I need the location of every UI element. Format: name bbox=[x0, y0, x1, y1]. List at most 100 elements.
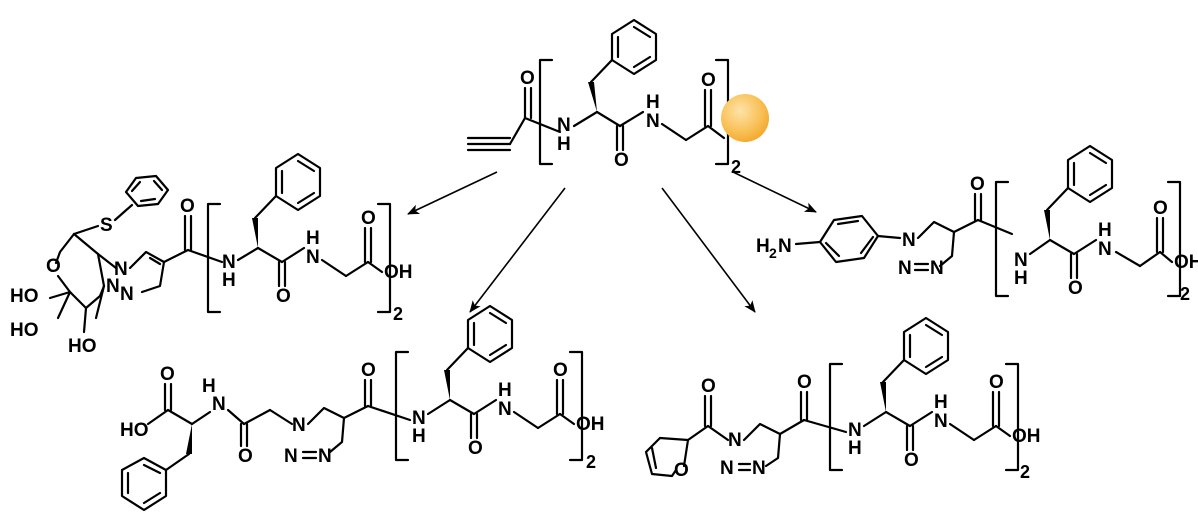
pyranose-ring bbox=[54, 232, 106, 288]
repeat-bracket-left bbox=[538, 58, 554, 166]
atom-o-furan: O bbox=[674, 460, 689, 481]
atom-n-tz8: N bbox=[720, 458, 734, 479]
atom-n-tz2: N bbox=[106, 276, 120, 297]
atom-n-tz4: N bbox=[292, 415, 306, 436]
atom-n-8: N bbox=[412, 408, 426, 429]
atom-h-9: H bbox=[498, 380, 512, 401]
atom-o-16: O bbox=[970, 174, 985, 195]
co-resin bbox=[706, 124, 726, 140]
atom-o-18: O bbox=[1153, 198, 1168, 219]
atom-n-11: N bbox=[934, 411, 948, 432]
phenyl-ring-3 bbox=[120, 456, 168, 512]
atom-oh-2: OH bbox=[576, 414, 605, 435]
repeat-index-1: 2 bbox=[731, 157, 741, 177]
atom-n-tz12: N bbox=[930, 258, 944, 279]
atom-n-tz5: N bbox=[284, 446, 298, 467]
calpha-co bbox=[595, 110, 622, 128]
n-calpha bbox=[572, 110, 599, 128]
atom-h-12: H bbox=[756, 236, 770, 257]
atom-n-5: N bbox=[306, 247, 320, 268]
atom-h-5: H bbox=[306, 228, 320, 249]
atom-h2n-subscript: 2 bbox=[769, 245, 777, 261]
carbonyl-c3 bbox=[703, 88, 713, 128]
atom-n-tz3: N bbox=[120, 284, 134, 305]
repeat-index-3: 2 bbox=[586, 452, 596, 472]
stereo-wedge-1 bbox=[588, 82, 597, 112]
atom-n-13: N bbox=[1014, 250, 1028, 271]
repeat-bracket-right-3 bbox=[568, 350, 584, 462]
arrow-to-furoyl-product bbox=[661, 187, 756, 313]
repeat-index-2: 2 bbox=[393, 304, 403, 324]
atom-oh-1: OH bbox=[384, 262, 413, 283]
atom-o-5: O bbox=[276, 286, 291, 307]
repeat-bracket-right-5 bbox=[1166, 180, 1182, 298]
atom-n-tz10: N bbox=[902, 230, 916, 251]
repeat-bracket-right-4 bbox=[1004, 362, 1020, 472]
atom-n-9: N bbox=[498, 399, 512, 420]
atom-h-11: H bbox=[934, 392, 948, 413]
phenyl-ring-2 bbox=[274, 152, 322, 212]
ch2-co bbox=[684, 124, 710, 142]
repeat-bracket-left-2 bbox=[206, 202, 222, 314]
bond-c-n bbox=[523, 116, 562, 134]
atom-o-4: O bbox=[180, 196, 195, 217]
atom-o-10: O bbox=[468, 438, 483, 459]
stereo-wedge-5 bbox=[880, 382, 886, 412]
furoyl-triazole-product: O O N N N O N H O H N O OH 2 bbox=[644, 316, 1041, 482]
stereo-wedge-3 bbox=[186, 424, 192, 454]
repeat-bracket-left-3 bbox=[394, 350, 410, 462]
atom-h-13: H bbox=[1014, 268, 1028, 289]
stereo-wedge-4 bbox=[444, 370, 450, 400]
s-phenyl-bond bbox=[113, 203, 134, 222]
atom-o-14: O bbox=[904, 450, 919, 471]
atom-ho-1: HO bbox=[10, 286, 39, 307]
atom-n-tz7: N bbox=[728, 430, 742, 451]
aminophenyl-triazole-product: H 2 N N N N O N H O H N O OH bbox=[756, 144, 1198, 304]
atom-o-11: O bbox=[553, 360, 568, 381]
atom-o-ring: O bbox=[46, 256, 61, 277]
atom-n-1: N bbox=[557, 115, 571, 136]
atom-o-2: O bbox=[614, 150, 629, 171]
thiophenyl-ring bbox=[124, 174, 170, 208]
nh-ch2 bbox=[660, 122, 688, 142]
atom-o-6: O bbox=[361, 208, 376, 229]
atom-o-13: O bbox=[797, 372, 812, 393]
co-nh bbox=[618, 110, 645, 128]
atom-oh-3: OH bbox=[1012, 426, 1041, 447]
atom-h-4: H bbox=[222, 270, 236, 291]
atom-o-17: O bbox=[1068, 278, 1083, 299]
carbonyl-c1 bbox=[523, 86, 533, 120]
atom-n-7: N bbox=[212, 394, 226, 415]
atom-o-1: O bbox=[520, 68, 535, 89]
repeat-bracket-right-2 bbox=[376, 202, 392, 314]
arrow-to-aminophenyl-product bbox=[732, 171, 817, 213]
atom-o-9: O bbox=[361, 360, 376, 381]
atom-h-2: H bbox=[646, 92, 660, 113]
phenyl-ring-1 bbox=[610, 18, 658, 76]
atom-n-tz9: N bbox=[752, 458, 766, 479]
atom-o-7: O bbox=[160, 364, 175, 385]
atom-h-7: H bbox=[202, 376, 216, 397]
phenyl-ring-5 bbox=[902, 316, 950, 376]
atom-o-8: O bbox=[238, 446, 253, 467]
stereo-wedge-2 bbox=[252, 218, 258, 248]
atom-n-tz6: N bbox=[318, 446, 332, 467]
atom-n-4: N bbox=[222, 252, 236, 273]
atom-n-tz11: N bbox=[898, 258, 912, 279]
atom-o-15: O bbox=[989, 372, 1004, 393]
resin-bead bbox=[721, 94, 769, 142]
benzyl-ch2 bbox=[589, 58, 614, 84]
furan-ring bbox=[644, 436, 678, 478]
glycosyl-triazole-product: S O HO HO HO N N N O N H O bbox=[10, 152, 413, 357]
propioloyl-bond bbox=[508, 116, 527, 146]
atom-n-tz1: N bbox=[114, 259, 128, 280]
atom-n-10: N bbox=[848, 420, 862, 441]
atom-n-12: N bbox=[778, 236, 792, 257]
atom-oh-4: OH bbox=[1174, 252, 1198, 273]
atom-h-10: H bbox=[848, 438, 862, 459]
atom-ho-2: HO bbox=[10, 320, 39, 341]
atom-h-1: H bbox=[557, 134, 571, 155]
atom-n-2: N bbox=[646, 111, 660, 132]
